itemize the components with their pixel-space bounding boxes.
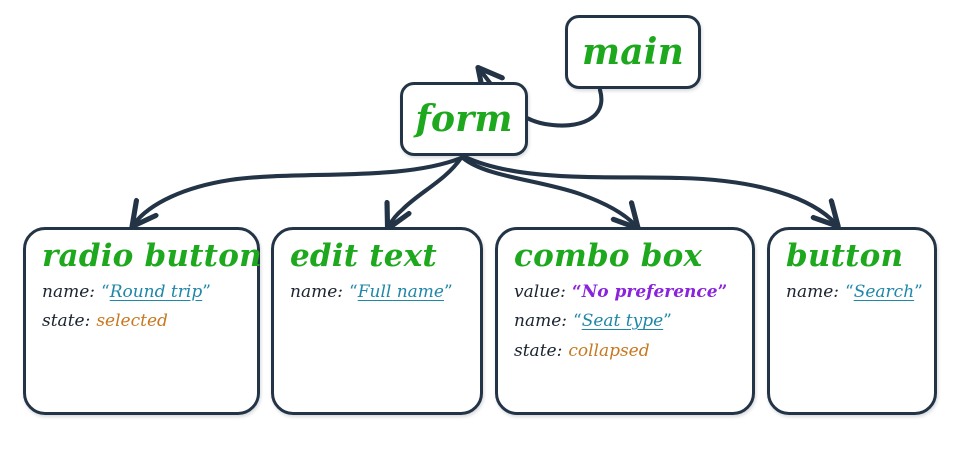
property-value: selected xyxy=(96,311,168,332)
quote-close: ” xyxy=(444,281,453,302)
quote-open: “ xyxy=(101,281,110,302)
property-value: “Seat type” xyxy=(573,312,672,331)
property-value: collapsed xyxy=(568,340,650,361)
node-form-type: form xyxy=(415,98,513,140)
property-row: name: “Full name” xyxy=(290,281,466,302)
quote-close: ” xyxy=(663,311,672,332)
node-combo-box[interactable]: combo box value: “No preference” name: “… xyxy=(495,227,755,415)
node-radio-button[interactable]: radio button name: “Round trip” state: s… xyxy=(23,227,262,415)
property-row: state: selected xyxy=(42,312,243,331)
property-key: state: xyxy=(42,311,91,332)
property-value-text: Seat type xyxy=(581,311,664,332)
node-combo-box-type: combo box xyxy=(514,238,703,274)
property-row: name: “Round trip” xyxy=(42,281,243,302)
property-key: state: xyxy=(514,340,563,361)
node-edit-text[interactable]: edit text name: “Full name” xyxy=(271,227,483,415)
property-key: name: xyxy=(42,281,95,302)
edge-form-to-edit-text xyxy=(389,155,464,226)
edge-form-to-button xyxy=(462,154,836,224)
property-key: name: xyxy=(290,281,343,302)
node-button-type: button xyxy=(786,238,904,274)
property-row: state: collapsed xyxy=(514,342,738,361)
property-value-text: Search xyxy=(853,281,915,302)
property-value-text: No preference xyxy=(581,281,718,302)
node-button[interactable]: button name: “Search” xyxy=(767,227,937,415)
quote-close: ” xyxy=(717,281,728,302)
quote-open: “ xyxy=(845,281,854,302)
property-row: name: “Seat type” xyxy=(514,312,738,331)
property-value: “Search” xyxy=(845,281,923,302)
property-key: name: xyxy=(514,311,567,332)
edge-form-to-radio-button xyxy=(134,155,464,224)
node-edit-text-type: edit text xyxy=(290,238,437,274)
quote-open: “ xyxy=(573,311,582,332)
node-main[interactable]: main xyxy=(565,15,701,89)
node-radio-button-type: radio button xyxy=(42,238,262,274)
quote-close: ” xyxy=(914,281,923,302)
property-value: “No preference” xyxy=(571,281,728,302)
property-value-text: Round trip xyxy=(109,281,203,302)
property-value-text: Full name xyxy=(357,281,444,302)
quote-open: “ xyxy=(349,281,358,302)
quote-close: ” xyxy=(202,281,211,302)
node-form[interactable]: form xyxy=(400,82,528,156)
property-key: name: xyxy=(786,281,839,302)
quote-open: “ xyxy=(571,281,582,302)
property-row: name: “Search” xyxy=(786,281,923,302)
property-key: value: xyxy=(514,281,566,302)
property-value: “Full name” xyxy=(349,281,453,302)
property-row: value: “No preference” xyxy=(514,281,738,302)
edge-form-to-combo-box xyxy=(460,155,636,226)
property-value: “Round trip” xyxy=(101,281,211,302)
node-main-type: main xyxy=(581,31,685,73)
